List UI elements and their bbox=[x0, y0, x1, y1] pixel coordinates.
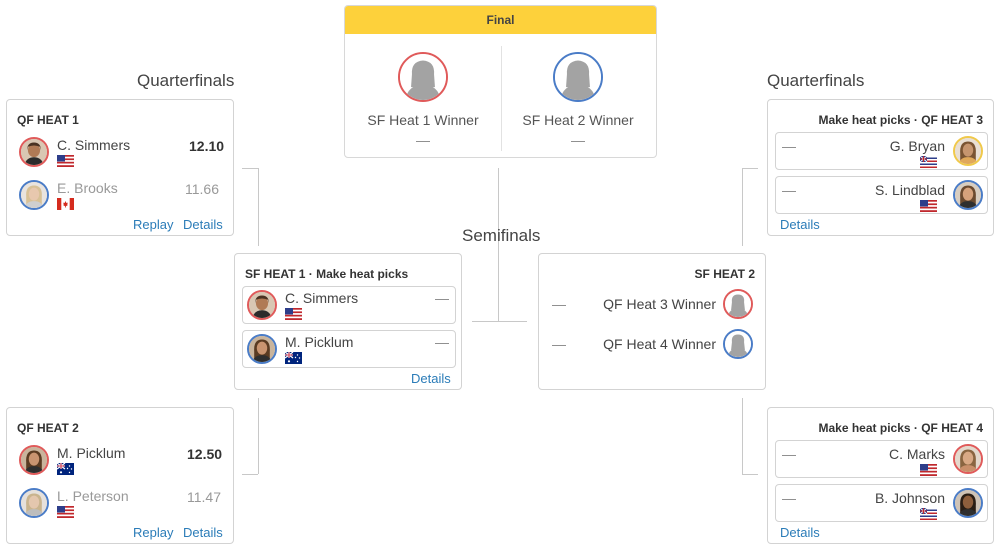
surfer-name: S. Lindblad bbox=[874, 182, 945, 198]
pick-score: — bbox=[782, 490, 796, 506]
surfer-avatar bbox=[19, 445, 49, 475]
usa-flag-icon bbox=[57, 506, 74, 518]
details-link[interactable]: Details bbox=[183, 217, 223, 232]
qf-heat-3-card: Make heat picks · QF HEAT 3 — G. Bryan —… bbox=[767, 99, 994, 236]
surfer-score: 12.10 bbox=[189, 138, 225, 154]
slot-name: QF Heat 3 Winner bbox=[603, 296, 716, 312]
surfer-name: L. Peterson bbox=[57, 488, 129, 504]
canada-flag-icon bbox=[57, 198, 74, 210]
surfer-avatar bbox=[953, 488, 983, 518]
pick-slot[interactable]: — S. Lindblad bbox=[775, 176, 988, 214]
qf-heat-2-card: QF HEAT 2 M. Picklum 12.50 L. Peterson 1… bbox=[6, 407, 234, 544]
replay-link[interactable]: Replay bbox=[133, 525, 174, 540]
pick-slot[interactable]: C. Simmers — bbox=[242, 286, 456, 324]
sf-heat-1-card: SF HEAT 1 · Make heat picks C. Simmers —… bbox=[234, 253, 462, 390]
pick-score: — bbox=[552, 296, 566, 312]
qf-heat-4-card: Make heat picks · QF HEAT 4 — C. Marks —… bbox=[767, 407, 994, 544]
pick-slot[interactable]: M. Picklum — bbox=[242, 330, 456, 368]
surfer-name: E. Brooks bbox=[57, 180, 118, 196]
surfer-name: C. Simmers bbox=[57, 137, 131, 153]
pick-score: — bbox=[552, 336, 566, 352]
placeholder-avatar-icon bbox=[723, 329, 753, 359]
replay-link[interactable]: Replay bbox=[133, 217, 174, 232]
hawaii-flag-icon bbox=[920, 156, 937, 168]
qf-heat-1-card: QF HEAT 1 C. Simmers 12.10 E. Brooks 11.… bbox=[6, 99, 234, 236]
connector-line bbox=[742, 168, 758, 169]
final-slot2-score: — bbox=[571, 132, 585, 148]
surfer-avatar bbox=[19, 180, 49, 210]
australia-flag-icon bbox=[57, 463, 74, 475]
hawaii-flag-icon bbox=[920, 508, 937, 520]
details-link[interactable]: Details bbox=[183, 525, 223, 540]
pick-slot[interactable]: — B. Johnson bbox=[775, 484, 988, 522]
connector-line bbox=[472, 321, 527, 322]
final-divider bbox=[501, 46, 502, 151]
surfer-avatar bbox=[247, 334, 277, 364]
placeholder-avatar-icon bbox=[398, 52, 448, 102]
pick-slot[interactable]: — G. Bryan bbox=[775, 132, 988, 170]
details-link[interactable]: Details bbox=[411, 371, 451, 386]
surfer-name: G. Bryan bbox=[889, 138, 945, 154]
connector-line bbox=[498, 168, 499, 321]
surfer-avatar bbox=[247, 290, 277, 320]
connector-line bbox=[742, 168, 743, 246]
surfer-avatar bbox=[953, 180, 983, 210]
surfer-score: 11.66 bbox=[185, 181, 219, 197]
usa-flag-icon bbox=[920, 464, 937, 476]
heat-title: SF HEAT 2 bbox=[694, 267, 755, 281]
final-slot1-score: — bbox=[416, 132, 430, 148]
surfer-avatar bbox=[19, 488, 49, 518]
pick-score: — bbox=[782, 138, 796, 154]
heat-title[interactable]: Make heat picks · QF HEAT 3 bbox=[818, 113, 984, 127]
usa-flag-icon bbox=[285, 308, 302, 320]
pick-score: — bbox=[435, 334, 449, 350]
pick-score: — bbox=[782, 182, 796, 198]
surfer-avatar bbox=[953, 136, 983, 166]
connector-line bbox=[258, 398, 259, 474]
placeholder-avatar-icon bbox=[723, 289, 753, 319]
surfer-name: C. Simmers bbox=[285, 290, 359, 306]
heat-title[interactable]: SF HEAT 1 · Make heat picks bbox=[245, 267, 409, 281]
details-link[interactable]: Details bbox=[780, 525, 820, 540]
pick-score: — bbox=[782, 446, 796, 462]
details-link[interactable]: Details bbox=[780, 217, 820, 232]
surfer-name: B. Johnson bbox=[874, 490, 945, 506]
slot-name: QF Heat 4 Winner bbox=[603, 336, 716, 352]
round-title-quarterfinals-left: Quarterfinals bbox=[137, 71, 235, 90]
heat-title: QF HEAT 2 bbox=[17, 421, 79, 435]
final-slot2-name: SF Heat 2 Winner bbox=[522, 112, 634, 128]
sf-heat-2-card: SF HEAT 2 — QF Heat 3 Winner — QF Heat 4… bbox=[538, 253, 766, 390]
usa-flag-icon bbox=[920, 200, 937, 212]
surfer-avatar bbox=[953, 444, 983, 474]
surfer-name: C. Marks bbox=[889, 446, 945, 462]
heat-title: QF HEAT 1 bbox=[17, 113, 79, 127]
connector-line bbox=[242, 168, 258, 169]
round-title-quarterfinals-right: Quarterfinals bbox=[767, 71, 865, 90]
placeholder-avatar-icon bbox=[553, 52, 603, 102]
final-slot1-name: SF Heat 1 Winner bbox=[367, 112, 479, 128]
final-header: Final bbox=[345, 6, 656, 34]
round-title-semifinals: Semifinals bbox=[462, 226, 541, 245]
connector-line bbox=[258, 168, 259, 246]
surfer-name: M. Picklum bbox=[285, 334, 354, 350]
connector-line bbox=[742, 474, 758, 475]
pick-score: — bbox=[435, 290, 449, 306]
connector-line bbox=[242, 474, 258, 475]
surfer-name: M. Picklum bbox=[57, 445, 126, 461]
final-card: Final SF Heat 1 Winner — SF Heat 2 Winne… bbox=[344, 5, 657, 158]
heat-title[interactable]: Make heat picks · QF HEAT 4 bbox=[818, 421, 984, 435]
surfer-score: 12.50 bbox=[187, 446, 223, 462]
surfer-score: 11.47 bbox=[187, 489, 221, 505]
australia-flag-icon bbox=[285, 352, 302, 364]
pick-slot[interactable]: — C. Marks bbox=[775, 440, 988, 478]
surfer-avatar bbox=[19, 137, 49, 167]
connector-line bbox=[742, 398, 743, 474]
usa-flag-icon bbox=[57, 155, 74, 167]
